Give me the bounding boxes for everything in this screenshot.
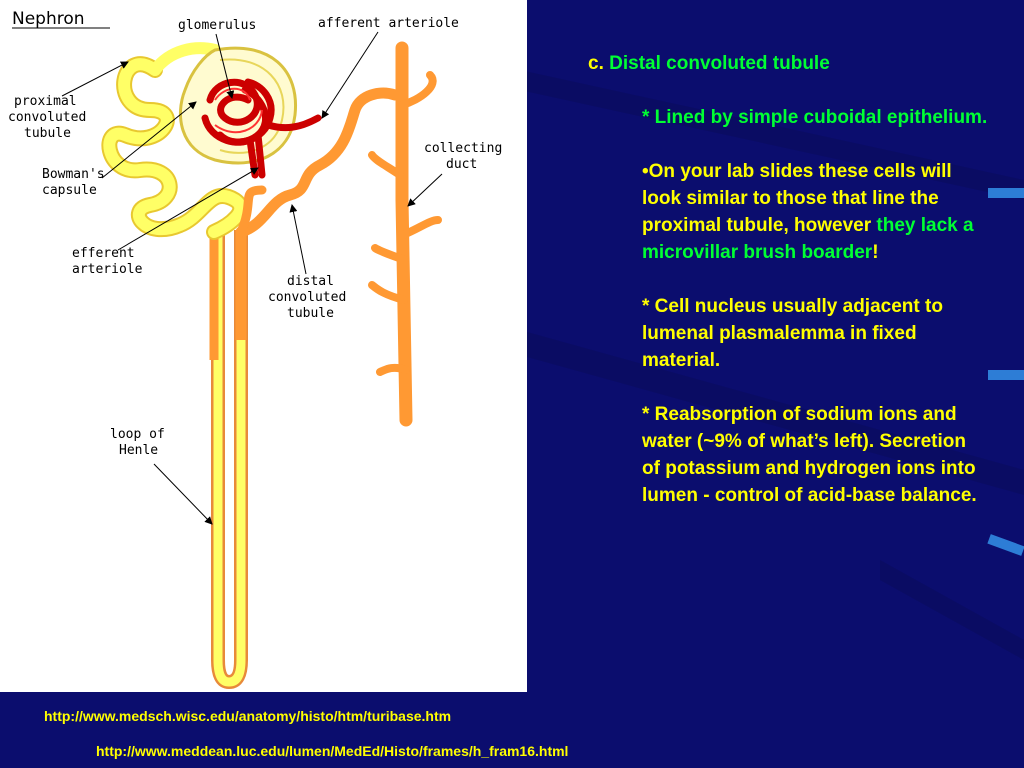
heading-title: Distal convoluted tubule <box>609 53 830 74</box>
bullet-lab-slides-highlight: they lack a microvillar brush boarder <box>642 215 974 263</box>
section-heading: c. Distal convoluted tubule <box>588 50 988 77</box>
label-distal-line2: convoluted <box>268 290 346 305</box>
reference-link-wisc[interactable]: http://www.medsch.wisc.edu/anatomy/histo… <box>44 708 452 724</box>
label-distal-line1: distal <box>287 274 334 289</box>
bullet-cell-nucleus: * Cell nucleus usually adjacent to lumen… <box>642 296 943 371</box>
label-proximal-line3: tubule <box>24 126 71 141</box>
loop-of-henle <box>213 230 246 687</box>
label-efferent-line1: efferent <box>72 246 135 261</box>
label-loop-line1: loop of <box>110 427 165 442</box>
heading-letter: c. <box>588 53 604 74</box>
label-collecting-line1: collecting <box>424 141 502 156</box>
decorative-tab <box>988 370 1024 380</box>
label-afferent-arteriole: afferent arteriole <box>318 16 459 31</box>
reference-link-luc[interactable]: http://www.meddean.luc.edu/lumen/MedEd/H… <box>96 743 569 759</box>
collecting-duct <box>395 41 413 427</box>
label-glomerulus: glomerulus <box>178 18 256 33</box>
label-collecting-line2: duct <box>446 157 477 172</box>
bowmans-capsule <box>178 46 298 165</box>
collecting-duct-branches <box>368 71 442 376</box>
pointer-arrows <box>61 31 443 525</box>
diagram-title: Nephron <box>12 9 85 29</box>
label-bowmans-line1: Bowman's <box>42 167 105 182</box>
nephron-diagram: Nephron glomerulus afferent arteriole pr… <box>0 0 527 692</box>
decorative-tab <box>988 188 1024 198</box>
bullet-lined-by: * Lined by simple cuboidal epithelium. <box>642 107 988 128</box>
label-proximal-line1: proximal <box>14 94 77 109</box>
bullet-lab-slides: •On your lab slides these cells will loo… <box>642 158 988 266</box>
distal-convoluted-tubule <box>235 87 401 238</box>
bullet-reabsorption: * Reabsorption of sodium ions and water … <box>642 404 977 506</box>
label-efferent-line2: arteriole <box>72 262 143 277</box>
bullet-lab-slides-text: •On your lab slides these cells will loo… <box>642 161 952 236</box>
label-bowmans-line2: capsule <box>42 183 97 198</box>
glomerulus <box>201 78 322 179</box>
label-proximal-line2: convoluted <box>8 110 86 125</box>
label-loop-line2: Henle <box>119 443 158 458</box>
label-distal-line3: tubule <box>287 306 334 321</box>
bullet-lab-slides-end: ! <box>872 242 879 263</box>
content-text: c. Distal convoluted tubule * Lined by s… <box>588 50 988 536</box>
proximal-convoluted-tubule <box>103 58 247 238</box>
